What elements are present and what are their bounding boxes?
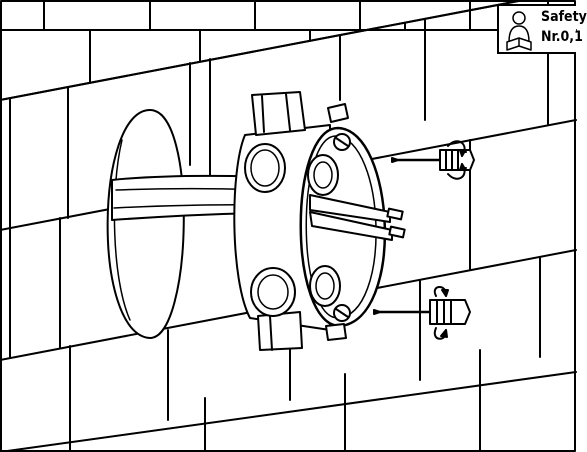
upper-brick-wall bbox=[0, 0, 577, 101]
knockout-cable-entries bbox=[244, 143, 341, 317]
safety-number: Nr.0,1 bbox=[541, 29, 583, 45]
safety-label: Safety Nr.0,1 bbox=[497, 4, 587, 54]
person-reading-manual-icon bbox=[506, 11, 532, 51]
wall-cutout-hole bbox=[106, 109, 185, 339]
lower-screwdriver-icon bbox=[373, 286, 471, 340]
fixing-screws bbox=[325, 103, 351, 341]
safety-title: Safety bbox=[541, 9, 587, 25]
upper-screwdriver-icon bbox=[391, 140, 475, 180]
